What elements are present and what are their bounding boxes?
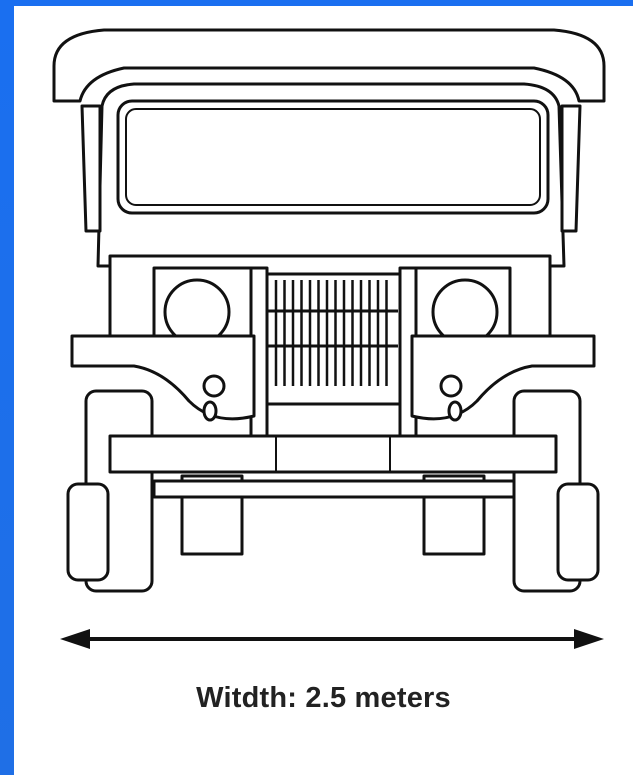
windshield-inner xyxy=(125,108,541,206)
truck-front-view-illustration xyxy=(52,28,606,649)
left-mirror xyxy=(80,104,102,233)
left-indicator-upper xyxy=(202,374,226,398)
windshield xyxy=(116,99,550,215)
grille xyxy=(264,272,402,406)
right-indicator-upper xyxy=(439,374,463,398)
left-rear-wheel xyxy=(66,482,110,582)
bumper-center-plate xyxy=(275,435,391,473)
left-headlight xyxy=(163,278,231,346)
right-rear-wheel xyxy=(556,482,600,582)
right-fender xyxy=(410,334,596,421)
diagram-canvas: Witdth: 2.5 meters xyxy=(14,6,633,775)
left-fender xyxy=(70,334,256,421)
axle xyxy=(152,479,516,499)
right-headlight xyxy=(431,278,499,346)
right-indicator-lower xyxy=(447,400,463,422)
width-caption: Witdth: 2.5 meters xyxy=(196,682,451,714)
front-bumper xyxy=(108,434,558,474)
grille-bars xyxy=(268,280,398,386)
width-dimension-arrow xyxy=(60,629,604,649)
cab-roof xyxy=(52,28,606,103)
left-indicator-lower xyxy=(202,400,218,422)
right-mirror xyxy=(560,104,582,233)
